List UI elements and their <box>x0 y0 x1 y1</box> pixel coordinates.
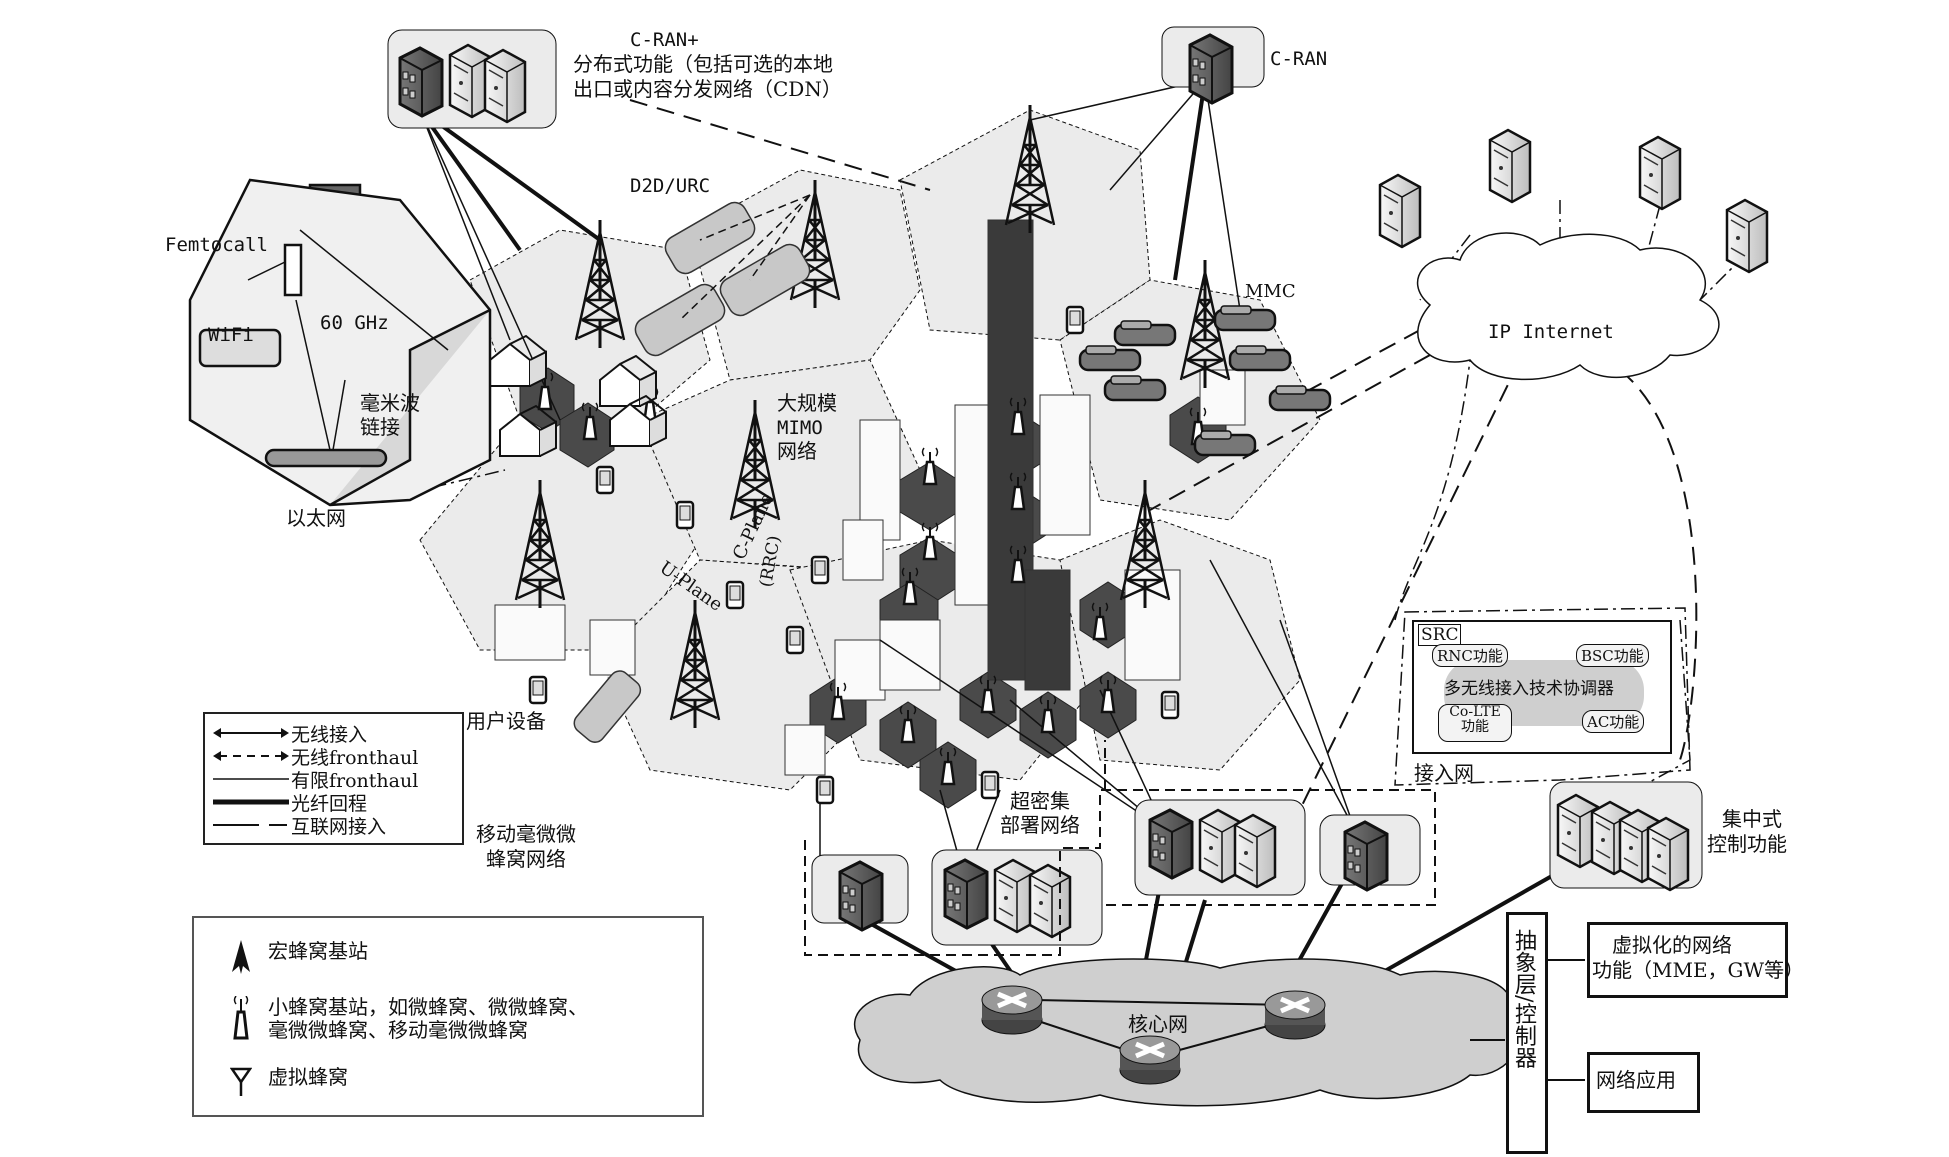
legend-macro-cell: 宏蜂窝基站 <box>230 940 368 974</box>
legend-virtual-cell: 虚拟蜂窝 <box>230 1066 348 1096</box>
wired-fronthaul-line-icon <box>213 778 289 780</box>
edge-box-1 <box>811 854 909 932</box>
d2d-cars <box>573 201 811 743</box>
controller-arrows <box>1470 959 1585 1081</box>
wireless-fronthaul-line-icon <box>213 751 289 761</box>
mobile-femto-line2: 蜂窝网络 <box>486 847 566 871</box>
ethernet-label: 以太网 <box>286 506 346 530</box>
fiber-backhaul-line-icon <box>213 799 289 805</box>
access-network-label: 接入网 <box>1414 761 1474 785</box>
building <box>1039 394 1091 536</box>
edge-box-2 <box>931 849 1103 946</box>
internet-access-line-icon <box>213 824 287 826</box>
buildings <box>494 219 1246 776</box>
legend-wired-fronthaul: 有限fronthaul <box>213 768 418 792</box>
ip-internet-cloud <box>1416 232 1720 381</box>
small-cell-icon <box>233 996 249 1040</box>
building <box>494 604 566 661</box>
link-legend: 无线接入 无线fronthaul 有限fronthaul 光纤回程 互联网接入 <box>203 712 464 845</box>
cran-plus-desc-line1: 分布式功能（包括可选的本地 <box>573 52 833 76</box>
legend-wireless-access: 无线接入 <box>213 722 367 746</box>
wireless-access-line-icon <box>213 728 289 738</box>
abstraction-layer-controller: 抽象层/控制器 <box>1506 912 1548 1154</box>
src-colte: Co-LTE 功能 <box>1438 704 1512 742</box>
src-title: SRC <box>1418 624 1462 646</box>
core-router <box>1120 1036 1180 1084</box>
user-equipment-label: 用户设备 <box>466 709 546 733</box>
home-links <box>247 229 449 451</box>
building <box>1124 569 1181 681</box>
building <box>784 724 826 776</box>
mmwave-link-line1: 毫米波 <box>360 391 420 415</box>
ultra-dense-line2: 部署网络 <box>1000 813 1080 837</box>
src-bsc: BSC功能 <box>1576 644 1649 667</box>
ultra-dense-line1: 超密集 <box>1010 789 1070 813</box>
ultra-dense-dashed-region <box>804 740 1436 956</box>
building <box>834 639 886 701</box>
core-network-label: 核心网 <box>1128 1012 1188 1036</box>
centralized-box <box>1549 781 1703 892</box>
femtocell-label: Femtocall <box>165 234 268 256</box>
ip-internet-label: IP Internet <box>1488 321 1614 343</box>
cran-box <box>1161 26 1265 105</box>
core-network-cloud <box>853 958 1523 1107</box>
centralized-line1: 集中式 <box>1722 807 1782 831</box>
mobile-femto-line1: 移动毫微微 <box>476 822 576 846</box>
src-coordinator: 多无线接入技术协调器 <box>1444 679 1614 699</box>
building <box>1024 569 1071 691</box>
d2d-urc-label: D2D/URC <box>630 175 711 197</box>
cran-label: C-RAN <box>1270 48 1328 70</box>
edge-box-3 <box>1134 799 1306 896</box>
virtual-nf-box: 虚拟化的网络 功能（MME，GW等） <box>1587 922 1804 998</box>
core-router <box>982 986 1042 1034</box>
massive-mimo-line3: 网络 <box>777 439 817 463</box>
cran-plus-box <box>387 29 557 129</box>
access-network-enclosure <box>1394 607 1691 786</box>
node-legend: 宏蜂窝基站 小蜂窝基站，如微蜂窝、微微蜂窝、 毫微微蜂窝、移动毫微微蜂窝 虚拟蜂… <box>192 916 704 1117</box>
ghz60-label: 60 GHz <box>320 312 389 334</box>
centralized-line2: 控制功能 <box>1707 832 1787 856</box>
src-ac: AC功能 <box>1582 710 1645 733</box>
home <box>188 178 492 507</box>
building <box>589 619 636 676</box>
building <box>842 519 884 581</box>
legend-small-cell: 小蜂窝基站，如微蜂窝、微微蜂窝、 毫微微蜂窝、移动毫微微蜂窝 <box>230 996 588 1042</box>
virtual-cell-icon <box>230 1067 252 1096</box>
mmwave-link-line2: 链接 <box>360 415 400 439</box>
legend-wireless-fronthaul: 无线fronthaul <box>213 745 418 769</box>
src-block: SRC RNC功能 BSC功能 多无线接入技术协调器 Co-LTE 功能 AC功… <box>1412 620 1672 754</box>
building <box>879 619 941 691</box>
mmc-label: MMC <box>1245 281 1296 302</box>
wifi-label: WiFi <box>208 324 254 346</box>
d2d-links <box>679 194 811 321</box>
massive-mimo-line1: 大规模 <box>777 391 837 415</box>
src-rnc: RNC功能 <box>1432 644 1508 667</box>
network-apps-box: 网络应用 <box>1587 1052 1700 1113</box>
massive-mimo-line2: MIMO <box>777 417 823 439</box>
edge-box-4 <box>1319 814 1421 892</box>
internet-access-links <box>629 99 1698 831</box>
cran-plus-title: C-RAN+ <box>630 29 699 51</box>
macro-tower-icon <box>232 940 250 974</box>
legend-fiber-backhaul: 光纤回程 <box>213 791 367 815</box>
cran-plus-desc-line2: 出口或内容分发网络（CDN） <box>573 77 842 101</box>
building <box>1199 369 1246 426</box>
core-router <box>1265 991 1325 1039</box>
legend-internet-access: 互联网接入 <box>213 814 386 838</box>
